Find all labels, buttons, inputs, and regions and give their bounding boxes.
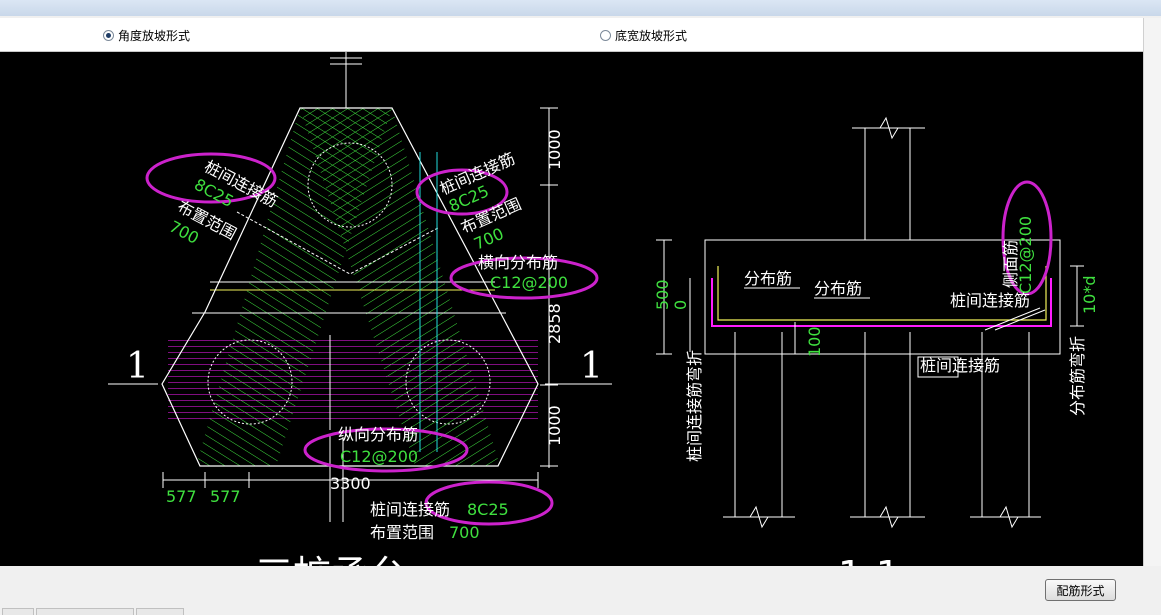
- dim-bottom-1: 577: [166, 487, 197, 506]
- angle-slope-label: 角度放坡形式: [118, 29, 191, 43]
- section-mark-left: 1: [126, 346, 149, 387]
- highlight-transverse-note: [449, 256, 599, 300]
- pile-top: [307, 142, 393, 228]
- plan-caption: 三桩承台: [255, 553, 407, 566]
- radio-unchecked-icon[interactable]: [600, 30, 611, 41]
- section-1-1-view: 500 0 100 桩间连接筋弯折 分布筋 分布筋 侧面筋 C12@200 桩间…: [653, 116, 1099, 566]
- longitudinal-spec: C12@200: [340, 447, 418, 466]
- dim-right-2: 2858: [545, 303, 564, 344]
- transverse-title: 横向分布筋: [478, 253, 558, 272]
- connection-label-top: 桩间连接筋: [950, 291, 1030, 310]
- highlight-right-note: [415, 168, 509, 216]
- dim-right-3: 1000: [545, 405, 564, 446]
- bottom-width-slope-label: 底宽放坡形式: [615, 29, 688, 43]
- dim-right-1: 1000: [545, 129, 564, 170]
- section-cap-outline: [704, 239, 1061, 355]
- bottom-tab-3[interactable]: [136, 608, 184, 615]
- side-rebar-label: 侧面筋: [1001, 240, 1020, 288]
- side-rebar-spec: C12@200: [1016, 216, 1035, 294]
- section-caption: 1-1: [838, 553, 900, 566]
- bottom-tab-1[interactable]: [2, 608, 34, 615]
- distribution-label-1: 分布筋: [744, 269, 792, 288]
- connection-label-bottom: 桩间连接筋: [920, 356, 1000, 375]
- bottom-tab-2[interactable]: [36, 608, 134, 615]
- pile-right: [405, 339, 491, 425]
- bottom-note-bars: 8C25: [467, 500, 509, 519]
- bottom-note-range-value: 700: [449, 523, 480, 542]
- angle-slope-radio[interactable]: 角度放坡形式: [103, 27, 190, 44]
- slope-options-bar: 角度放坡形式 底宽放坡形式: [0, 18, 1143, 52]
- bottom-note-range-label: 布置范围: [370, 523, 434, 542]
- bottom-width-slope-radio[interactable]: 底宽放坡形式: [600, 27, 687, 44]
- radio-checked-icon[interactable]: [103, 30, 114, 41]
- bottom-tab-strip: [0, 608, 1161, 615]
- dim-bottom-total: 3300: [330, 474, 371, 493]
- pile-cap-plan-view: 桩间连接筋 8C25 布置范围 700 桩间连接筋 8C25 布置范围 700 …: [108, 52, 612, 566]
- distribution-label-2: 分布筋: [814, 279, 862, 298]
- dim-100: 100: [805, 326, 824, 357]
- dim-bottom-2: 577: [210, 487, 241, 506]
- bottom-note-title: 桩间连接筋: [370, 500, 450, 519]
- right-bend-label: 分布筋弯折: [1068, 336, 1087, 416]
- bottom-button-bar: 配筋形式: [0, 566, 1161, 614]
- section-mark-right: 1: [580, 346, 603, 387]
- section-bottom-rebar: [711, 278, 1052, 327]
- rebar-config-button[interactable]: 配筋形式: [1045, 579, 1116, 601]
- window-title-bar: [0, 0, 1161, 16]
- highlight-side-rebar: [1001, 180, 1053, 296]
- dim-500: 500: [653, 279, 672, 310]
- pile-left: [207, 339, 293, 425]
- highlight-longitudinal-note: [303, 427, 469, 473]
- transverse-spec: C12@200: [490, 273, 568, 292]
- highlight-bottom-note: [424, 480, 554, 526]
- highlight-left-note: [145, 152, 277, 204]
- left-bend-label: 桩间连接筋弯折: [685, 350, 704, 462]
- longitudinal-title: 纵向分布筋: [338, 425, 418, 444]
- rebar-drawing-canvas: 桩间连接筋 8C25 布置范围 700 桩间连接筋 8C25 布置范围 700 …: [0, 52, 1143, 566]
- window-side-border: [1143, 18, 1161, 566]
- transverse-distribution-bars: [168, 340, 538, 420]
- dim-0: 0: [671, 300, 690, 310]
- dim-10d: 10*d: [1080, 275, 1099, 314]
